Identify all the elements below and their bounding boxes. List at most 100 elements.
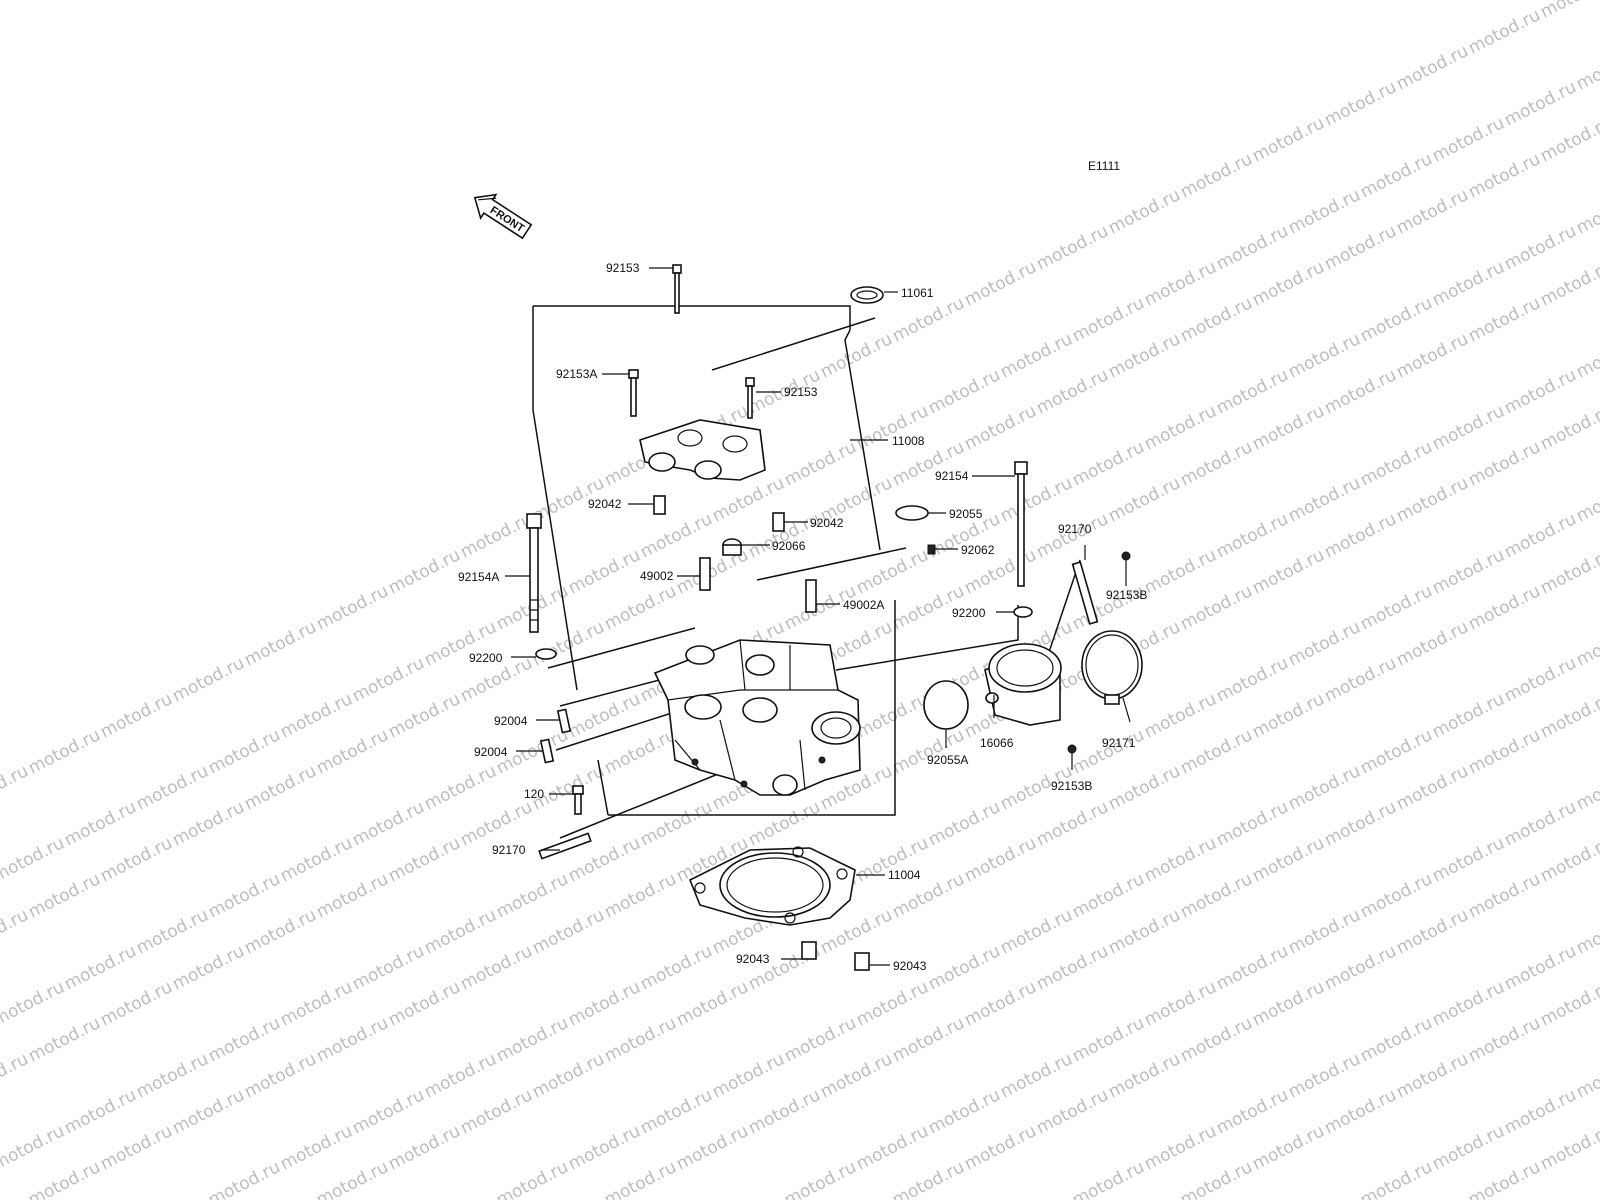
watermark-text: motod.ru	[565, 545, 644, 598]
watermark-text: motod.ru	[997, 473, 1076, 526]
dowel-92042-right	[772, 512, 785, 532]
watermark-text: motod.ru	[1249, 977, 1328, 1030]
label-92043-right: 92043	[893, 959, 927, 973]
watermark-text: motod.ru	[1393, 473, 1472, 526]
watermark-text: motod.ru	[1285, 185, 1364, 238]
watermark-text: motod.ru	[1429, 257, 1508, 310]
watermark-text: motod.ru	[1141, 689, 1220, 742]
label-16066: 16066	[980, 736, 1014, 750]
watermark-text: motod.ru	[529, 905, 608, 958]
watermark-text: motod.ru	[889, 725, 968, 778]
dowel-92043-left	[801, 941, 817, 960]
watermark-text: motod.ru	[889, 293, 968, 346]
watermark-text: motod.ru	[457, 941, 536, 994]
label-11008: 11008	[892, 434, 925, 448]
label-92200-right: 92200	[952, 606, 986, 620]
label-120: 120	[524, 787, 544, 801]
watermark-text: motod.ru	[277, 833, 356, 886]
watermark-text: motod.ru	[1537, 833, 1600, 886]
watermark-text: motod.ru	[817, 329, 896, 382]
watermark-text: motod.ru	[1393, 761, 1472, 814]
watermark-text: motod.ru	[1213, 365, 1292, 418]
watermark-text: motod.ru	[0, 833, 68, 886]
watermark-text: motod.ru	[529, 1049, 608, 1102]
label-92055a: 92055A	[927, 753, 968, 767]
valve-guide-49002a	[805, 579, 817, 613]
watermark-text: motod.ru	[1465, 1157, 1544, 1200]
watermark-text: motod.ru	[1357, 1013, 1436, 1066]
watermark-text: motod.ru	[1537, 257, 1600, 310]
label-92153a: 92153A	[556, 367, 597, 381]
watermark-text: motod.ru	[781, 1013, 860, 1066]
watermark-text: motod.ru	[0, 977, 68, 1030]
watermark-text: motod.ru	[1465, 869, 1544, 922]
watermark-text: motod.ru	[205, 1157, 284, 1200]
watermark-text: motod.ru	[0, 905, 32, 958]
watermark-text: motod.ru	[1033, 221, 1112, 274]
watermark-text: motod.ru	[421, 761, 500, 814]
watermark-text: motod.ru	[1573, 761, 1600, 814]
watermark-text: motod.ru	[0, 1049, 32, 1102]
label-92154a: 92154A	[458, 570, 499, 584]
label-92004-a: 92004	[494, 714, 528, 728]
watermark-text: motod.ru	[241, 617, 320, 670]
watermark-text: motod.ru	[1141, 977, 1220, 1030]
clamp-92170-left	[538, 832, 592, 860]
watermark-text: motod.ru	[349, 941, 428, 994]
watermark-text: motod.ru	[1537, 1121, 1600, 1174]
bolt-92154	[1014, 461, 1028, 587]
label-92042-right: 92042	[810, 516, 844, 530]
watermark-text: motod.ru	[1177, 1013, 1256, 1066]
watermark-text: motod.ru	[1357, 869, 1436, 922]
plug-92066	[722, 538, 742, 556]
watermark-text: motod.ru	[1285, 905, 1364, 958]
oil-seal-11061	[850, 286, 884, 304]
watermark-text: motod.ru	[1069, 293, 1148, 346]
watermark-text: motod.ru	[997, 1049, 1076, 1102]
cylinder-head	[653, 639, 861, 796]
watermark-text: motod.ru	[457, 1085, 536, 1138]
watermark-text: motod.ru	[1429, 689, 1508, 742]
watermark-text: motod.ru	[205, 869, 284, 922]
watermark-text: motod.ru	[313, 869, 392, 922]
screw-92153b-bottom	[1067, 744, 1077, 754]
washer-92200-right	[1013, 606, 1033, 618]
watermark-text: motod.ru	[1321, 797, 1400, 850]
watermark-text: motod.ru	[889, 1013, 968, 1066]
watermark-text: motod.ru	[1105, 905, 1184, 958]
washer-92200-left	[535, 648, 557, 660]
watermark-text: motod.ru	[313, 1157, 392, 1200]
watermark-text: motod.ru	[421, 905, 500, 958]
screw-92153b-top	[1121, 551, 1131, 561]
watermark-text: motod.ru	[1429, 545, 1508, 598]
watermark-text: motod.ru	[493, 869, 572, 922]
watermark-text: motod.ru	[25, 725, 104, 778]
watermark-text: motod.ru	[1321, 365, 1400, 418]
watermark-text: motod.ru	[1537, 545, 1600, 598]
watermark-text: motod.ru	[1069, 437, 1148, 490]
watermark-text: motod.ru	[313, 581, 392, 634]
watermark-text: motod.ru	[745, 797, 824, 850]
watermark-text: motod.ru	[1573, 473, 1600, 526]
watermark-text: motod.ru	[1537, 113, 1600, 166]
watermark-text: motod.ru	[1177, 581, 1256, 634]
watermark-text: motod.ru	[1213, 797, 1292, 850]
assembly-frame	[532, 305, 1081, 839]
o-ring-92055	[895, 505, 929, 521]
watermark-text: motod.ru	[1357, 725, 1436, 778]
watermark-text: motod.ru	[1393, 617, 1472, 670]
watermark-text: motod.ru	[133, 1049, 212, 1102]
label-92055: 92055	[949, 507, 983, 521]
watermark-text: motod.ru	[601, 1157, 680, 1200]
watermark-text: motod.ru	[1573, 1049, 1600, 1102]
watermark-text: motod.ru	[781, 437, 860, 490]
watermark-text: motod.ru	[1321, 653, 1400, 706]
label-92043-left: 92043	[736, 952, 770, 966]
intake-pipe	[984, 643, 1062, 726]
watermark-text: motod.ru	[205, 1013, 284, 1066]
watermark-text: motod.ru	[1033, 365, 1112, 418]
watermark-text: motod.ru	[133, 905, 212, 958]
watermark-text: motod.ru	[1249, 257, 1328, 310]
watermark-text: motod.ru	[1357, 149, 1436, 202]
